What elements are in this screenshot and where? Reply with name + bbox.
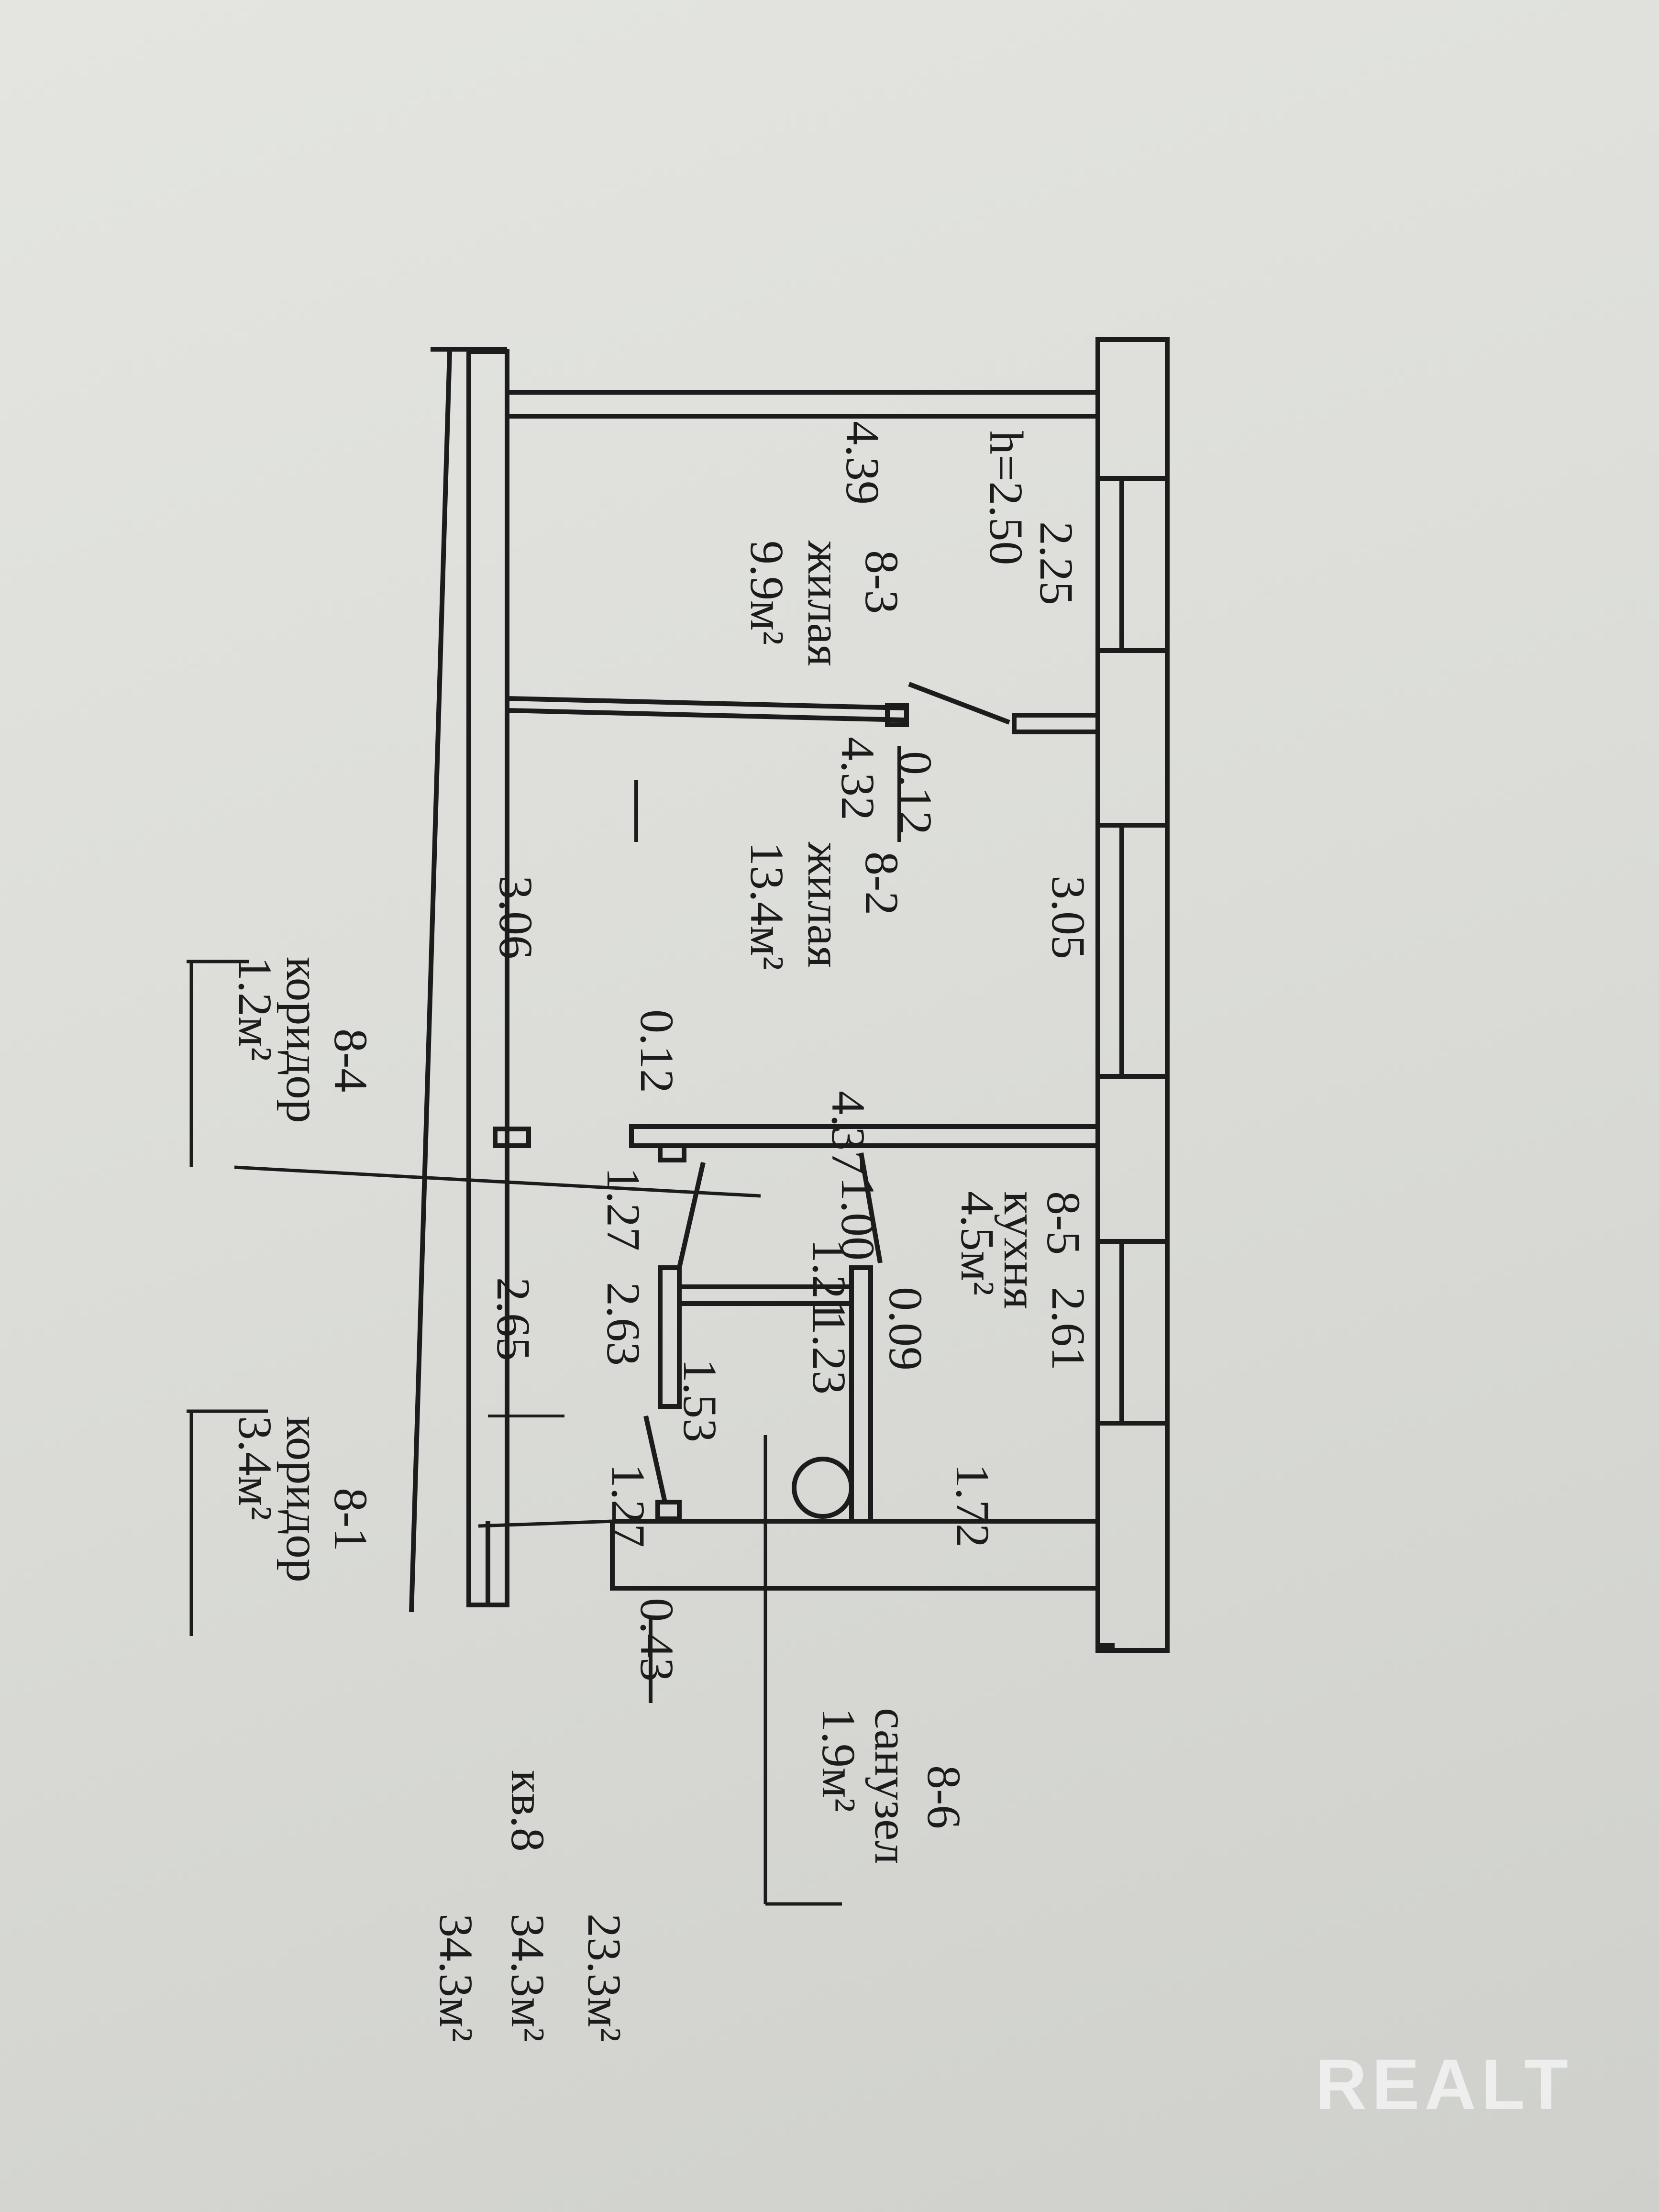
room-id: 8-2 (855, 852, 908, 915)
room-name: санузел (865, 1708, 918, 1864)
room-name: коридор (276, 957, 330, 1123)
room-label-8-3: 8-3 жилая 9.9м² (741, 540, 908, 666)
dim-2-63: 2.63 (597, 1282, 650, 1366)
right-wall-segment (1095, 1421, 1170, 1653)
window-bottom (1095, 1239, 1170, 1426)
dim-4-39: 4.39 (836, 421, 889, 505)
bottom-wall (610, 1519, 1115, 1648)
room-area: 1.2м² (229, 957, 282, 1061)
room-name: коридор (276, 1416, 330, 1582)
partition-8-2-8-5 (629, 1124, 1100, 1148)
watermark-logo: REALT (1315, 2044, 1573, 2124)
dim-1-53: 1.53 (674, 1359, 727, 1442)
living-area: 23.3м² (578, 1913, 631, 2042)
apartment-number: кв.8 (501, 1770, 554, 1852)
right-wall-segment (1095, 1074, 1170, 1244)
dim-1-72: 1.72 (946, 1464, 999, 1548)
door-8-5 (859, 1152, 883, 1263)
room-name: жилая (798, 540, 851, 666)
right-wall-segment (1095, 648, 1170, 828)
partition-8-3-8-2 (507, 696, 905, 710)
dim-4-32: 4.32 (831, 737, 885, 820)
left-wall-outer-line (409, 351, 452, 1613)
dim-0-12: 0.12 (889, 751, 942, 835)
room-id: 8-5 (1037, 1191, 1090, 1255)
room-label-8-2: 8-2 жилая 13.4м² (741, 841, 908, 970)
dim-1-00: 1.00 (831, 1177, 885, 1261)
dim-2-61: 2.61 (1042, 1287, 1095, 1371)
dim-0-43: 0.43 (630, 1598, 684, 1681)
room-name: кухня (994, 1191, 1047, 1309)
room-area: 3.4м² (229, 1416, 282, 1520)
room-id: 8-4 (324, 1029, 377, 1092)
room-area: 13.4м² (741, 842, 794, 970)
dim-2-65: 2.65 (487, 1277, 540, 1361)
room-area: 9.9м² (741, 541, 794, 645)
room-area: 4.5м² (951, 1191, 1004, 1295)
door-8-3 (908, 682, 1010, 725)
dim-2-25: 2.25 (1030, 521, 1083, 605)
dim-1-21: 1.21 (803, 1239, 856, 1323)
total-area: 34.3м² (501, 1913, 554, 2042)
ceiling-height: h=2.50 (980, 431, 1033, 565)
dim-1-23: 1.23 (803, 1311, 856, 1394)
room-id: 8-6 (918, 1765, 971, 1829)
area-summary: 23.3м² кв.8 34.3м² 34.3м² (430, 1770, 631, 2042)
room-name: жилая (798, 841, 851, 968)
dim-3-06: 3.06 (489, 875, 542, 959)
top-wall (505, 390, 1100, 419)
room-label-8-5: 8-5 кухня 4.5м² (951, 1191, 1090, 1309)
bathroom-wall (658, 1265, 682, 1409)
room-label-8-6: 8-6 санузел 1.9м² (812, 1708, 971, 1864)
dim-0-09: 0.09 (879, 1287, 932, 1371)
window-middle (1095, 823, 1170, 1079)
right-wall-segment (1095, 337, 1170, 481)
room-label-8-1: 8-1 коридор 3.4м² (229, 1416, 377, 1582)
room-label-8-4: 8-4 коридор 1.2м² (229, 957, 377, 1123)
dim-3-05: 3.05 (1042, 875, 1095, 959)
dim-1-27: 1.27 (597, 1167, 650, 1251)
dim-4-37: 4.37 (822, 1091, 875, 1174)
room-area: 1.9м² (812, 1708, 865, 1812)
dim-0-12b: 0.12 (630, 1009, 684, 1093)
room-id: 8-3 (855, 550, 908, 614)
dimension-labels: 4.39 2.25 4.32 0.12 3.05 3.06 0.12 4.37 … (487, 421, 1095, 1681)
meter-symbol (792, 1457, 854, 1519)
window-top (1095, 476, 1170, 653)
door-bathroom (677, 1161, 706, 1269)
dim-1-27b: 1.27 (602, 1464, 655, 1548)
room-id: 8-1 (324, 1488, 377, 1551)
total-area-2: 34.3м² (430, 1913, 483, 2042)
